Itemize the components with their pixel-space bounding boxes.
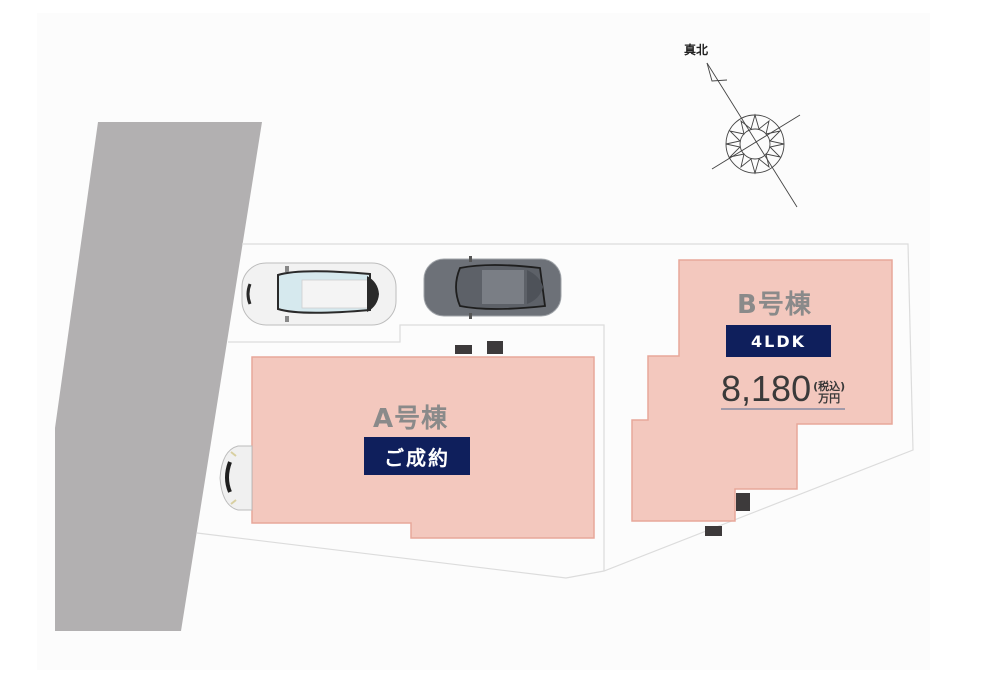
utility-box: [487, 341, 503, 354]
building-b-price: 8,180 (税込) 万円: [721, 367, 846, 410]
utility-box: [455, 345, 472, 354]
building-b-layout-text: 4LDK: [750, 331, 806, 351]
building-a-status-text: ご成約: [384, 445, 450, 470]
north-compass-icon: [706, 62, 801, 208]
building-b-name: B号棟: [737, 290, 812, 320]
utility-box: [736, 493, 750, 511]
price-unit: 万円: [818, 392, 841, 405]
car-icon-white-partial: [219, 445, 253, 511]
price-value: 8,180: [721, 368, 812, 409]
road: [55, 122, 262, 631]
utility-box: [705, 526, 722, 536]
site-boundary: [196, 243, 914, 579]
building-a-name: A号棟: [373, 404, 449, 434]
car-icon-white: [241, 262, 397, 326]
building-a-status-badge: ご成約: [364, 437, 470, 475]
building-b-layout-badge: 4LDK: [726, 325, 831, 357]
car-icon-gray: [423, 256, 562, 319]
price-unit-group: (税込) 万円: [813, 381, 845, 405]
true-north-label: 真北: [684, 43, 709, 57]
price-tax-note: (税込): [813, 380, 846, 393]
